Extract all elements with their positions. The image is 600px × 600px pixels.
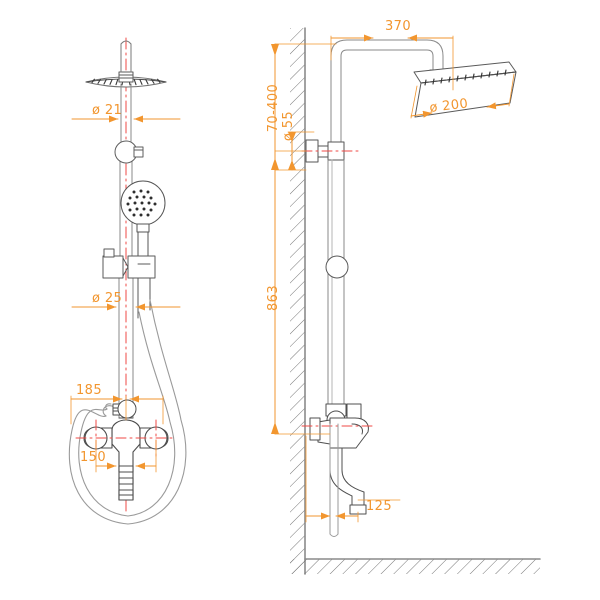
side-view: 370 ø 200 70-400 bbox=[266, 19, 541, 575]
dimension-group-front: ø 21 ø 25 185 150 bbox=[70, 103, 181, 473]
dim-370: 370 bbox=[330, 19, 454, 91]
dim-150: 150 bbox=[80, 439, 157, 473]
dim-ø21: ø 21 bbox=[71, 103, 181, 123]
dim-label-rail-lower-diameter: ø 25 bbox=[92, 291, 122, 306]
shower-hose bbox=[68, 299, 187, 525]
dimension-group-side: 370 ø 200 70-400 bbox=[266, 19, 515, 523]
dim-label-shower-arm-reach: 370 bbox=[385, 19, 411, 34]
dim-863: 863 bbox=[266, 147, 331, 435]
dim-label-mixer-inlet-centres: 150 bbox=[80, 450, 106, 465]
hand-shower-head bbox=[120, 180, 166, 265]
hand-shower-holder[interactable] bbox=[102, 248, 156, 319]
dim-label-mixer-to-rail-offset: 185 bbox=[76, 383, 102, 398]
dim-125: 125 bbox=[305, 435, 401, 523]
hose-connector bbox=[112, 399, 137, 419]
front-view: ø 21 ø 25 185 150 bbox=[68, 37, 187, 525]
rail-slider-bracket[interactable] bbox=[114, 140, 144, 164]
dim-ø200: ø 200 bbox=[410, 73, 515, 119]
wall bbox=[290, 27, 306, 575]
overhead-shower-head bbox=[85, 40, 167, 88]
riser-pipe bbox=[327, 159, 345, 413]
diverter-ring[interactable] bbox=[325, 255, 349, 279]
dim-label-spout-projection: 125 bbox=[366, 499, 392, 514]
dim-label-head-diameter: ø 200 bbox=[429, 96, 469, 116]
dim-185: 185 bbox=[70, 383, 164, 425]
dim-ø55: ø 55 bbox=[281, 111, 315, 171]
dim-label-overall-height: 863 bbox=[266, 285, 281, 311]
dim-ø25: ø 25 bbox=[71, 291, 181, 311]
dim-label-slider-travel: 70-400 bbox=[266, 84, 281, 132]
floor bbox=[290, 558, 541, 574]
dim-label-rail-upper-diameter: ø 21 bbox=[92, 103, 122, 118]
dim-label-riser-connector-diameter: ø 55 bbox=[281, 111, 296, 141]
mixer-tap-body[interactable] bbox=[309, 403, 369, 515]
shower-arm bbox=[330, 39, 444, 151]
